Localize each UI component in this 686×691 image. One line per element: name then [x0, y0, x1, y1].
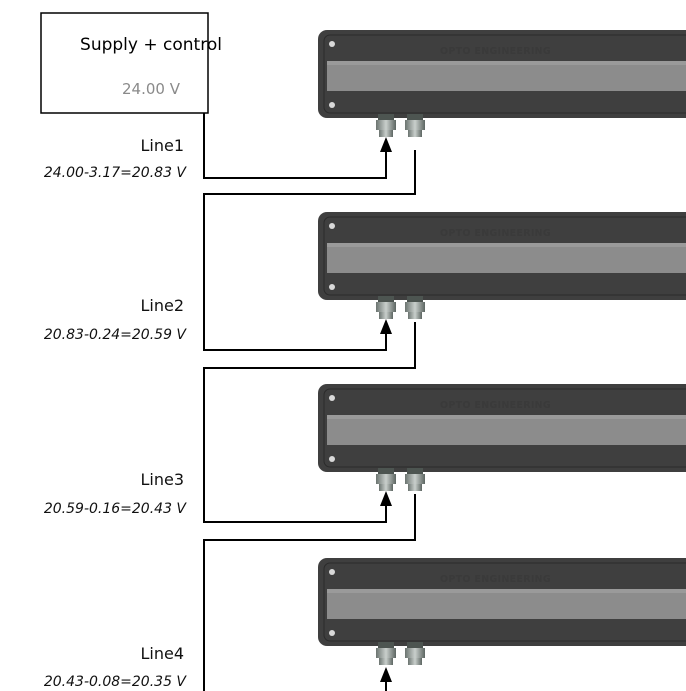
device-brand: OPTO ENGINEERING — [440, 574, 551, 585]
connector-icon — [405, 642, 425, 665]
line1-formula: 24.00-3.17=20.83 V — [44, 165, 188, 181]
device-brand: OPTO ENGINEERING — [440, 228, 551, 239]
line3-formula: 20.59-0.16=20.43 V — [44, 501, 188, 517]
line-labels: Line1 24.00-3.17=20.83 V Line2 20.83-0.2… — [44, 136, 188, 690]
screw-icon — [329, 223, 335, 229]
connector-icon — [376, 296, 396, 319]
screw-icon — [329, 102, 335, 108]
screw-icon — [329, 630, 335, 636]
arrow-up-icon — [380, 491, 392, 506]
line2-wire — [203, 150, 416, 351]
line3-wire — [203, 322, 416, 523]
line4-formula: 20.43-0.08=20.35 V — [44, 674, 188, 690]
line2-label: Line2 — [140, 296, 184, 315]
arrow-up-icon — [380, 137, 392, 152]
connector-icon — [405, 114, 425, 137]
line4-wire — [203, 494, 416, 691]
arrow-up-icon — [380, 319, 392, 334]
device-4: OPTO ENGINEERING — [318, 558, 686, 665]
device-3: OPTO ENGINEERING — [318, 384, 686, 491]
screw-icon — [329, 456, 335, 462]
device-1: OPTO ENGINEERING — [318, 30, 686, 137]
device-2: OPTO ENGINEERING — [318, 212, 686, 319]
screw-icon — [329, 569, 335, 575]
device-brand: OPTO ENGINEERING — [440, 400, 551, 411]
connector-icon — [405, 296, 425, 319]
line4-label: Line4 — [140, 644, 184, 663]
line1-label: Line1 — [140, 136, 184, 155]
supply-control-box: Supply + control 24.00 V — [40, 12, 222, 114]
connector-icon — [376, 114, 396, 137]
supply-voltage: 24.00 V — [122, 80, 181, 98]
line3-label: Line3 — [140, 470, 184, 489]
connector-icon — [376, 642, 396, 665]
supply-title: Supply + control — [80, 35, 222, 55]
connector-icon — [376, 468, 396, 491]
line1-wire — [203, 113, 387, 179]
wiring — [203, 113, 416, 691]
screw-icon — [329, 284, 335, 290]
arrow-up-icon — [380, 667, 392, 682]
device-brand: OPTO ENGINEERING — [440, 46, 551, 57]
connector-icon — [405, 468, 425, 491]
line2-formula: 20.83-0.24=20.59 V — [44, 327, 188, 343]
screw-icon — [329, 395, 335, 401]
screw-icon — [329, 41, 335, 47]
